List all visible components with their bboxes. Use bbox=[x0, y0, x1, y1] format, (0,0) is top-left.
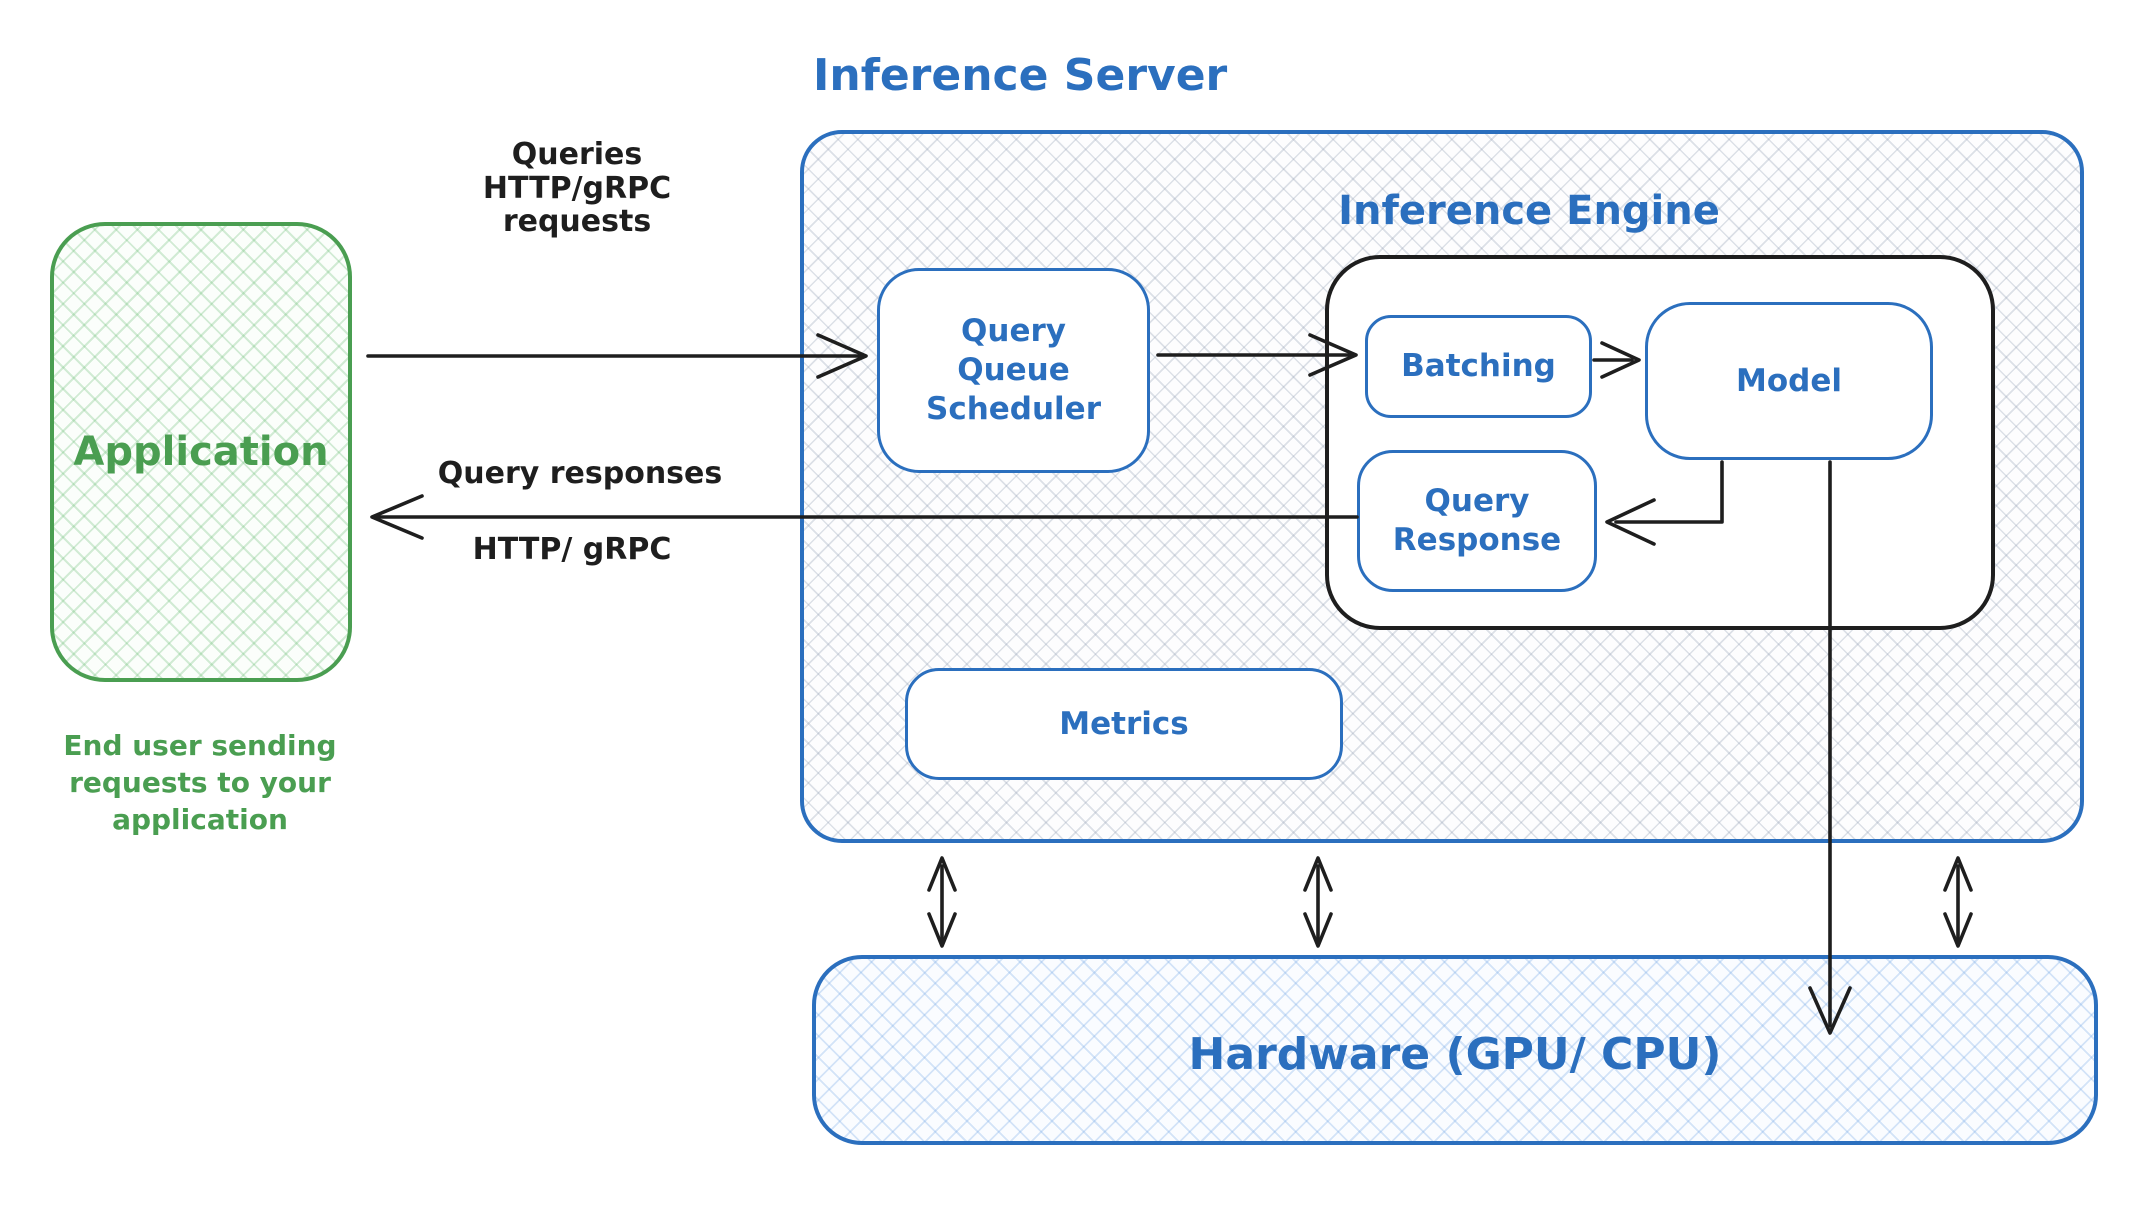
query-response-label: Query Response bbox=[1392, 483, 1562, 558]
query-response-box: Query Response bbox=[1357, 450, 1597, 592]
model-label: Model bbox=[1736, 362, 1842, 399]
model-box: Model bbox=[1645, 302, 1933, 460]
metrics-label: Metrics bbox=[1059, 705, 1189, 742]
hardware-box: Hardware (GPU/ CPU) bbox=[812, 955, 2098, 1145]
inference-engine-title: Inference Engine bbox=[1338, 188, 1720, 234]
batching-label: Batching bbox=[1401, 348, 1556, 385]
query-queue-scheduler-label: Query Queue Scheduler bbox=[926, 313, 1101, 427]
application-box: Application bbox=[50, 222, 352, 682]
inference-server-title: Inference Server bbox=[813, 50, 1228, 101]
server-hardware-arrow-left bbox=[927, 856, 957, 948]
hardware-label: Hardware (GPU/ CPU) bbox=[1188, 1028, 1722, 1080]
metrics-box: Metrics bbox=[905, 668, 1343, 780]
response-arrow-label-top: Query responses bbox=[437, 456, 723, 491]
response-arrow-label-bottom: HTTP/ gRPC bbox=[472, 532, 672, 567]
application-label: Application bbox=[73, 429, 329, 475]
batching-box: Batching bbox=[1365, 315, 1592, 418]
request-arrow bbox=[366, 333, 868, 379]
application-caption: End user sending requests to your applic… bbox=[63, 729, 337, 836]
request-arrow-label: Queries HTTP/gRPC requests bbox=[482, 137, 672, 240]
server-hardware-arrow-middle bbox=[1303, 856, 1333, 948]
server-hardware-arrow-right bbox=[1943, 856, 1973, 948]
query-queue-scheduler-box: Query Queue Scheduler bbox=[877, 268, 1150, 473]
